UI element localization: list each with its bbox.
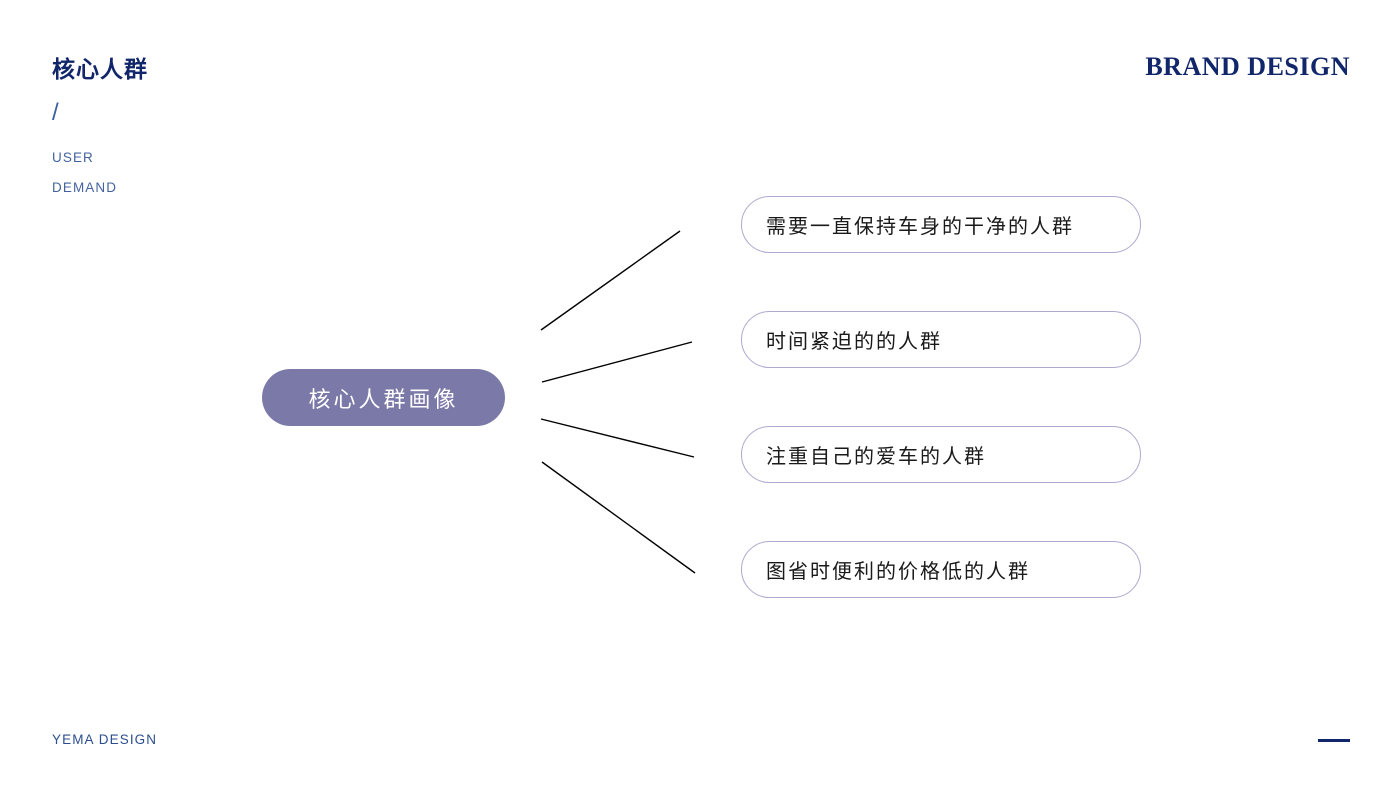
brand-logo: BRAND DESIGN xyxy=(1145,52,1350,81)
footer-rule xyxy=(1318,739,1350,742)
connector-line-3 xyxy=(540,418,695,458)
branch-node-label: 需要一直保持车身的干净的人群 xyxy=(766,216,1074,238)
branch-node-3[interactable]: 注重自己的爱车的人群 xyxy=(741,426,1141,483)
center-node-label: 核心人群画像 xyxy=(308,386,459,412)
page-title: 核心人群 xyxy=(52,56,148,82)
branch-node-4[interactable]: 图省时便利的价格低的人群 xyxy=(741,541,1141,598)
branch-node-label: 图省时便利的价格低的人群 xyxy=(766,561,1030,583)
branch-node-label: 注重自己的爱车的人群 xyxy=(766,446,986,468)
title-divider-slash: / xyxy=(52,99,59,126)
branch-node-2[interactable]: 时间紧迫的的人群 xyxy=(741,311,1141,368)
eyebrow-line-2: DEMAND xyxy=(52,180,118,195)
connector-line-1 xyxy=(540,230,681,331)
connector-line-4 xyxy=(541,461,696,574)
branch-node-1[interactable]: 需要一直保持车身的干净的人群 xyxy=(741,196,1141,253)
eyebrow-line-1: USER xyxy=(52,150,94,165)
footer-brand: YEMA DESIGN xyxy=(52,732,158,747)
branch-node-label: 时间紧迫的的人群 xyxy=(766,331,942,353)
center-node[interactable]: 核心人群画像 xyxy=(262,369,505,426)
connector-line-2 xyxy=(541,341,693,383)
